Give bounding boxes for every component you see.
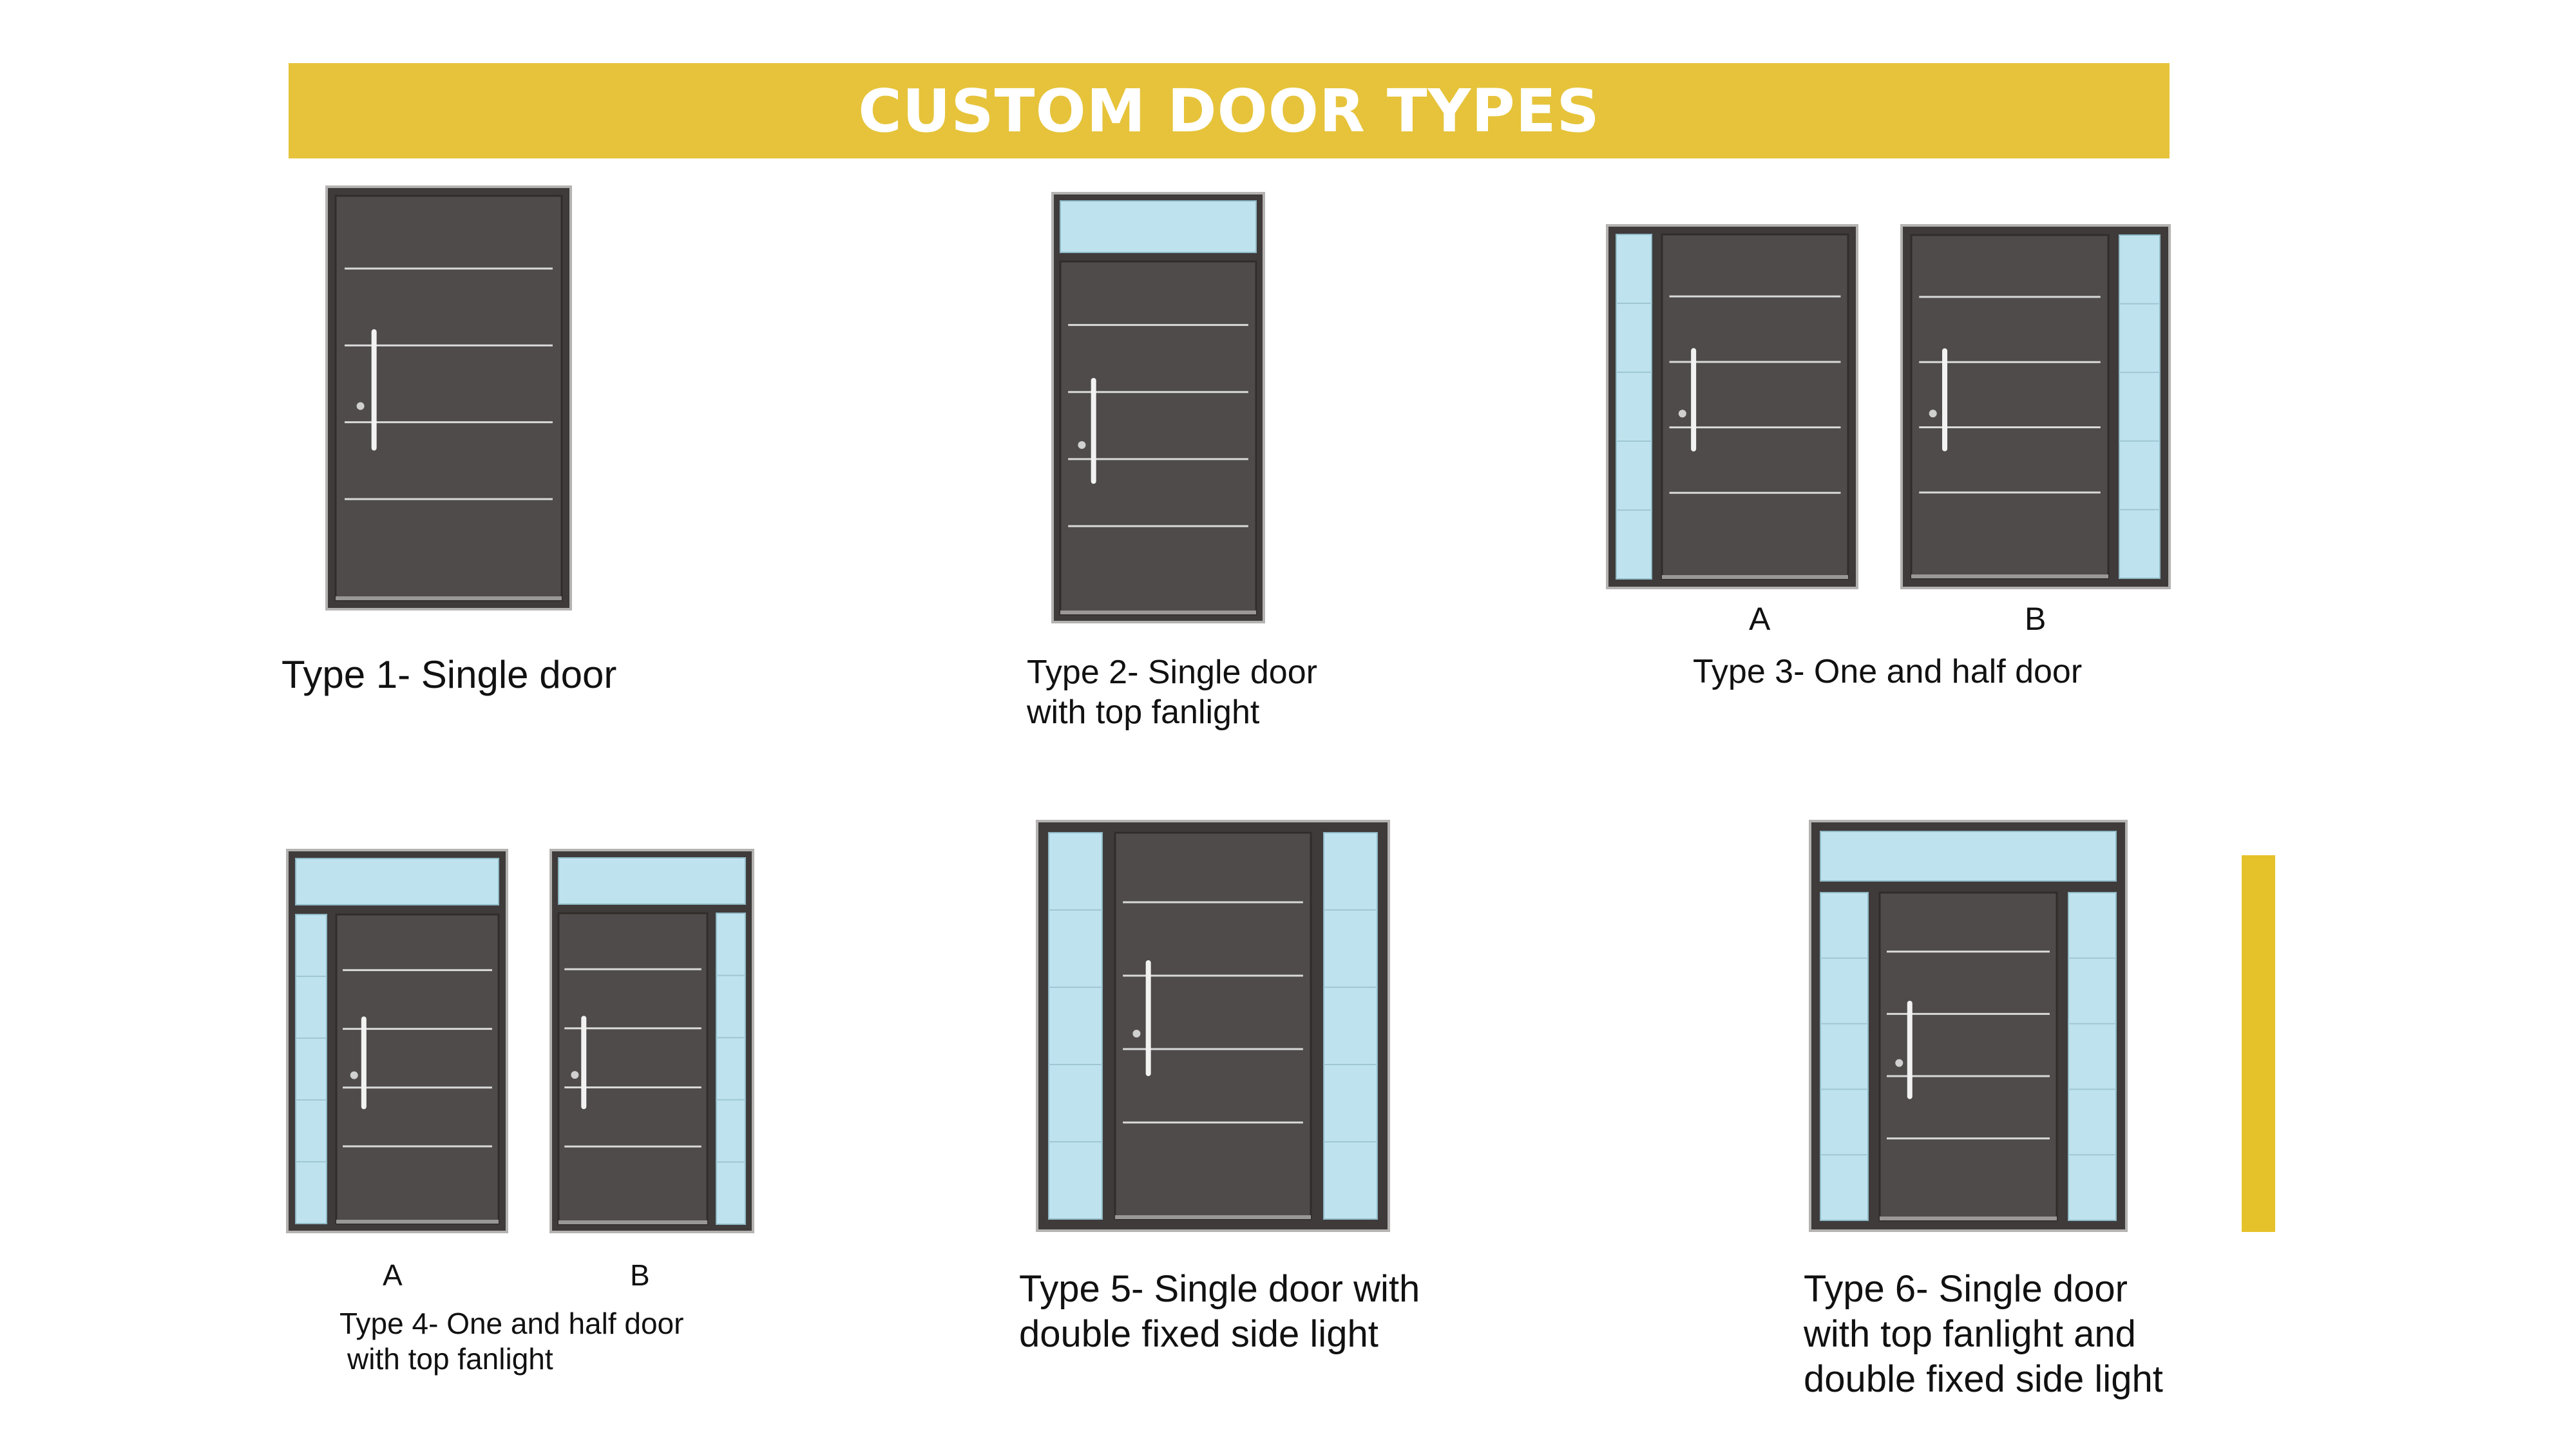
door-leaf <box>1878 891 2058 1222</box>
door-leaf <box>1910 234 2110 580</box>
type-2-label: Type 2- Single door with top fanlight <box>1027 654 1317 731</box>
door-type-3a-illustration <box>1606 224 1858 589</box>
type-3-label: Type 3- One and half door <box>1693 653 2083 690</box>
page-title: CUSTOM DOOR TYPES <box>858 76 1600 146</box>
door-leaf <box>334 194 563 601</box>
door-lock <box>1078 440 1086 449</box>
door-lock <box>350 1071 358 1079</box>
yellow-accent-bar <box>2242 855 2275 1232</box>
door-threshold <box>558 1220 707 1224</box>
type-3-variant-b-label: B <box>2025 601 2046 637</box>
left-sidelight-glass <box>1616 234 1652 580</box>
door-threshold <box>1060 611 1256 614</box>
fanlight-glass <box>558 857 746 905</box>
door-leaf <box>1661 233 1849 580</box>
type-6-label: Type 6- Single door with top fanlight an… <box>1804 1268 2163 1400</box>
door-leaf <box>557 912 709 1226</box>
fanlight-glass <box>1820 831 2117 882</box>
door-type-1-illustration <box>325 185 572 611</box>
right-sidelight-glass <box>716 913 746 1225</box>
fanlight-glass <box>295 858 499 905</box>
door-type-5-illustration <box>1036 820 1390 1232</box>
left-sidelight-glass <box>1820 892 1869 1221</box>
door-leaf <box>1059 260 1257 616</box>
door-threshold <box>336 1220 499 1224</box>
door-lock <box>1132 1030 1141 1037</box>
door-lock <box>1929 410 1937 418</box>
left-sidelight-glass <box>1048 832 1103 1220</box>
title-banner: CUSTOM DOOR TYPES <box>289 63 2170 158</box>
door-threshold <box>336 596 562 600</box>
door-threshold <box>1115 1215 1311 1219</box>
type-3-variant-a-label: A <box>1749 601 1771 637</box>
door-type-3b-illustration <box>1900 224 2171 589</box>
left-sidelight-glass <box>295 914 327 1224</box>
door-handle <box>581 1016 587 1110</box>
fanlight-glass <box>1060 200 1257 253</box>
type-5-label: Type 5- Single door with double fixed si… <box>1019 1268 1420 1355</box>
door-type-6-illustration <box>1809 820 2128 1232</box>
door-handle <box>1091 377 1096 484</box>
door-handle <box>361 1016 367 1110</box>
door-handle <box>1942 348 1948 451</box>
type-4-label: Type 4- One and half door with top fanli… <box>339 1307 684 1376</box>
type-4-variant-b-label: B <box>630 1258 650 1292</box>
door-threshold <box>1662 575 1848 579</box>
door-type-2-illustration <box>1051 192 1265 623</box>
door-threshold <box>1880 1217 2057 1220</box>
door-leaf <box>335 913 500 1225</box>
type-1-label: Type 1- Single door <box>281 653 617 696</box>
door-lock <box>571 1071 579 1079</box>
door-handle <box>1907 1000 1913 1099</box>
door-lock <box>1678 410 1686 418</box>
door-handle <box>1145 960 1151 1076</box>
right-sidelight-glass <box>2068 892 2117 1221</box>
door-type-4b-illustration <box>549 849 754 1233</box>
door-handle <box>371 329 377 451</box>
door-type-4a-illustration <box>286 849 508 1233</box>
door-lock <box>356 402 365 410</box>
right-sidelight-glass <box>2119 234 2161 579</box>
door-leaf <box>1114 831 1312 1220</box>
door-handle <box>1691 348 1697 452</box>
right-sidelight-glass <box>1323 832 1378 1220</box>
type-4-variant-a-label: A <box>383 1258 403 1292</box>
door-lock <box>1895 1059 1903 1067</box>
door-threshold <box>1911 574 2108 578</box>
